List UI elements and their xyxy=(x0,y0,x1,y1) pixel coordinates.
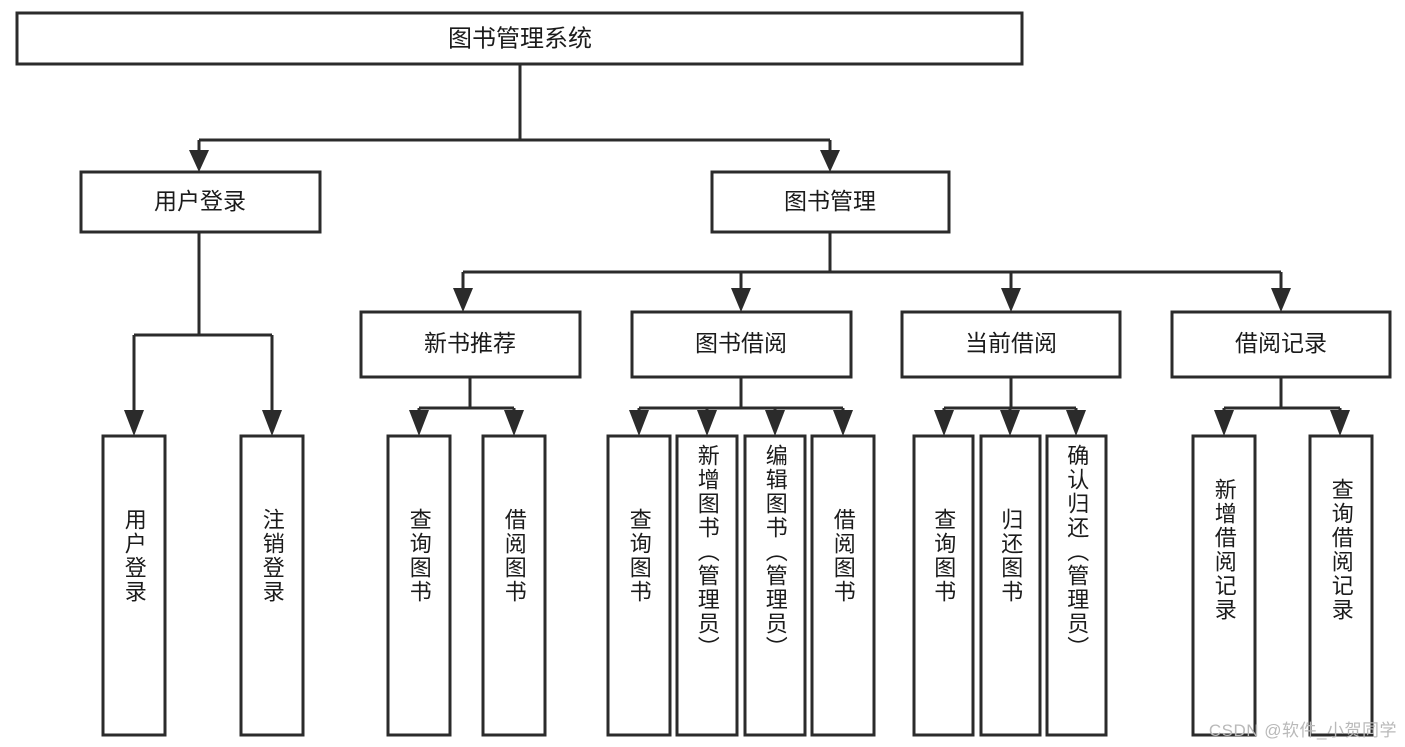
leaf-rect-book-borrow-4[interactable] xyxy=(810,434,876,737)
node-root-rect[interactable] xyxy=(15,11,1024,66)
arrow-to-new-book xyxy=(453,288,473,312)
leaf-rect-current-borrow-2[interactable] xyxy=(979,434,1042,737)
arrow-to-user-login xyxy=(189,150,209,172)
leaf-rect-book-borrow-3[interactable] xyxy=(743,434,807,737)
node-current-borrow-label: 当前借阅 xyxy=(965,330,1057,356)
arrow-leaf-current-borrow-1 xyxy=(934,410,954,436)
leaf-rect-borrow-records-2[interactable] xyxy=(1308,434,1374,737)
connector-group-root xyxy=(189,64,840,172)
arrow-leaf-book-borrow-2 xyxy=(697,410,717,436)
leaf-rect-borrow-records-1[interactable] xyxy=(1191,434,1257,737)
arrow-leaf-new-book-2 xyxy=(504,410,524,436)
arrow-leaf-book-borrow-3 xyxy=(765,410,785,436)
leaf-rect-book-borrow-2[interactable] xyxy=(675,434,739,737)
node-root-label: 图书管理系统 xyxy=(448,25,592,52)
node-user-login[interactable]: 用户登录 xyxy=(79,170,322,234)
connector-group-book-mgmt xyxy=(453,232,1291,312)
arrow-leaf-current-borrow-3 xyxy=(1066,410,1086,436)
arrow-leaf-book-borrow-1 xyxy=(629,410,649,436)
node-book-management[interactable]: 图书管理 xyxy=(710,170,951,234)
node-book-borrow-rect[interactable] xyxy=(630,310,853,379)
arrow-leaf-new-book-1 xyxy=(409,410,429,436)
arrow-leaf-current-borrow-2 xyxy=(1000,410,1020,436)
leaf-rect-new-book-2[interactable] xyxy=(481,434,547,737)
leaf-rect-user-login-1[interactable] xyxy=(101,434,167,737)
arrow-leaf-user-login-2 xyxy=(262,410,282,436)
leaf-rect-current-borrow-1[interactable] xyxy=(912,434,975,737)
node-book-borrow-label: 图书借阅 xyxy=(695,330,787,356)
arrow-to-borrow-records xyxy=(1271,288,1291,312)
leaf-rect-book-borrow-1[interactable] xyxy=(606,434,672,737)
arrow-to-book-mgmt xyxy=(820,150,840,172)
leaf-rect-new-book-1[interactable] xyxy=(386,434,452,737)
node-root[interactable]: 图书管理系统 xyxy=(15,11,1024,66)
watermark: CSDN @软件_小贺同学 xyxy=(1208,721,1397,740)
node-current-borrow-rect[interactable] xyxy=(900,310,1122,379)
node-new-book-recommend[interactable]: 新书推荐 xyxy=(359,310,582,379)
node-book-management-rect[interactable] xyxy=(710,170,951,234)
leaf-rect-current-borrow-3[interactable] xyxy=(1045,434,1108,737)
arrow-leaf-borrow-records-2 xyxy=(1330,410,1350,436)
node-borrow-records-label: 借阅记录 xyxy=(1235,330,1327,356)
arrow-leaf-user-login-1 xyxy=(124,410,144,436)
node-book-management-label: 图书管理 xyxy=(784,188,876,214)
arrow-leaf-borrow-records-1 xyxy=(1214,410,1234,436)
connector-group-new-book xyxy=(409,377,524,436)
arrow-to-current-borrow xyxy=(1001,288,1021,312)
connector-group-user-login xyxy=(124,232,282,436)
node-user-login-rect[interactable] xyxy=(79,170,322,234)
connector-group-book-borrow xyxy=(629,377,853,436)
connector-group-borrow-records xyxy=(1214,377,1350,436)
arrow-leaf-book-borrow-4 xyxy=(833,410,853,436)
node-book-borrow[interactable]: 图书借阅 xyxy=(630,310,853,379)
node-new-book-recommend-rect[interactable] xyxy=(359,310,582,379)
node-borrow-records-rect[interactable] xyxy=(1170,310,1392,379)
node-user-login-label: 用户登录 xyxy=(154,188,246,214)
connector-group-current-borrow xyxy=(934,377,1086,436)
arrow-to-book-borrow xyxy=(731,288,751,312)
node-borrow-records[interactable]: 借阅记录 xyxy=(1170,310,1392,379)
leaf-rect-user-login-2[interactable] xyxy=(239,434,305,737)
node-new-book-recommend-label: 新书推荐 xyxy=(424,330,516,356)
node-current-borrow[interactable]: 当前借阅 xyxy=(900,310,1122,379)
